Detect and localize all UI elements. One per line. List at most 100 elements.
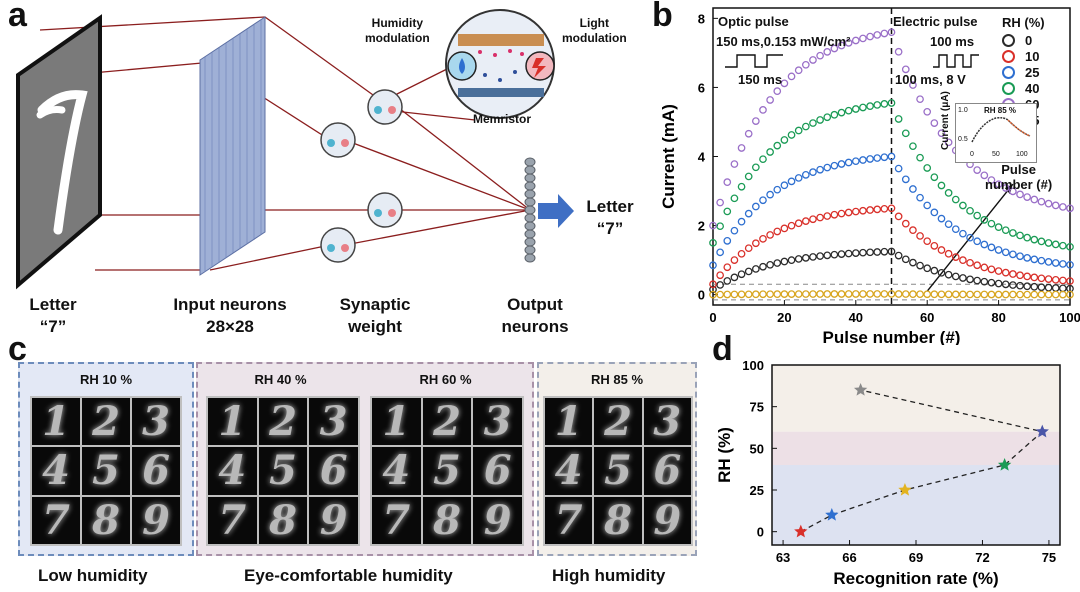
data-point: [1037, 274, 1046, 283]
data-point: [709, 261, 717, 270]
data-point: [737, 249, 746, 258]
optic-pulse-width: 150 ms: [738, 72, 783, 87]
data-point: [1001, 248, 1010, 257]
data-point: [894, 115, 903, 123]
digit-cell: 6: [473, 447, 522, 495]
data-point: [794, 290, 803, 298]
data-point: [859, 34, 867, 43]
x-axis-title: Pulse number (#): [823, 328, 961, 345]
data-point: [773, 87, 782, 96]
data-point: [937, 129, 946, 138]
digit-cell: 2: [82, 398, 130, 446]
data-point: [744, 244, 753, 253]
data-point: [780, 224, 789, 233]
data-point: [1044, 199, 1053, 208]
inset-label: RH 85 %: [984, 106, 1017, 115]
data-point: [859, 206, 867, 215]
y-tick-label: 25: [750, 483, 764, 498]
panel-a-letter: a: [8, 0, 27, 34]
data-point: [916, 193, 924, 202]
data-point: [916, 153, 924, 162]
data-point: [1066, 277, 1074, 285]
data-point: [751, 163, 760, 172]
legend-label: 0: [1025, 32, 1033, 48]
data-point: [787, 290, 796, 298]
y-tick-label: 4: [698, 150, 706, 165]
data-point: [737, 217, 746, 226]
series-85: [709, 290, 1074, 299]
data-point: [880, 153, 889, 162]
data-point: [923, 237, 932, 246]
data-point: [816, 116, 824, 124]
digit-cell: 4: [545, 447, 593, 495]
data-point: [1066, 290, 1074, 299]
data-point: [901, 255, 910, 264]
data-point: [773, 259, 782, 267]
data-point: [716, 222, 724, 231]
rh-tag: RH 40 %: [254, 372, 307, 387]
data-point: [937, 181, 946, 190]
data-point-star: [1035, 424, 1049, 438]
inset-ytick-low: 0.5: [958, 136, 968, 143]
data-point: [759, 196, 767, 205]
label-output-letter: Letter“7”: [586, 197, 634, 238]
data-point: [823, 48, 832, 56]
legend-marker: [1002, 49, 1015, 63]
data-point: [916, 290, 924, 299]
data-point: [801, 171, 810, 179]
data-point: [723, 237, 732, 245]
data-point: [1051, 201, 1060, 210]
data-point: [794, 255, 803, 263]
data-point: [744, 172, 753, 181]
data-point: [1030, 195, 1039, 204]
data-point: [980, 290, 989, 299]
data-point: [916, 232, 924, 240]
data-point: [723, 277, 732, 285]
data-point: [1009, 229, 1017, 237]
data-point: [901, 219, 910, 228]
data-point: [787, 131, 796, 139]
data-point: [944, 270, 953, 279]
digit-cell: 5: [258, 447, 308, 495]
data-point: [873, 205, 882, 214]
inset-ytick-high: 1.0: [958, 107, 968, 114]
data-point: [1016, 271, 1024, 280]
data-point: [723, 178, 732, 186]
data-point: [909, 185, 917, 193]
data-point: [851, 157, 860, 166]
data-point: [794, 66, 803, 75]
data-point: [1037, 197, 1046, 206]
data-point: [866, 102, 874, 110]
data-point: [923, 264, 932, 273]
input-neurons-lattice: [199, 16, 266, 276]
data-point: [780, 290, 789, 298]
series-10: [709, 204, 1074, 289]
data-point: [973, 261, 982, 270]
data-point: [994, 267, 1003, 275]
digit-cell: 4: [32, 447, 80, 495]
electric-pulse-title: Electric pulse: [893, 14, 978, 29]
data-point: [966, 206, 974, 215]
optic-pulse-spec: 150 ms,0.153 mW/cm²: [716, 34, 851, 49]
x-tick-label: 40: [849, 310, 863, 325]
y-axis-title: RH (%): [715, 427, 734, 483]
data-point: [823, 251, 832, 260]
data-point: [730, 290, 739, 299]
data-point: [980, 216, 989, 224]
data-point: [787, 177, 796, 186]
data-point: [937, 290, 946, 299]
inset-chart: RH 85 % 1.0 0.5 0 50 100: [955, 103, 1037, 163]
data-point: [773, 227, 782, 236]
data-point-star: [853, 383, 868, 396]
data-point: [966, 233, 974, 242]
data-point: [737, 270, 746, 279]
letter-input-frame: [16, 14, 102, 290]
data-point: [1037, 256, 1046, 265]
data-point: [787, 72, 796, 81]
data-point: [873, 31, 882, 39]
digit-cell: 1: [32, 398, 80, 446]
data-point: [766, 96, 774, 104]
